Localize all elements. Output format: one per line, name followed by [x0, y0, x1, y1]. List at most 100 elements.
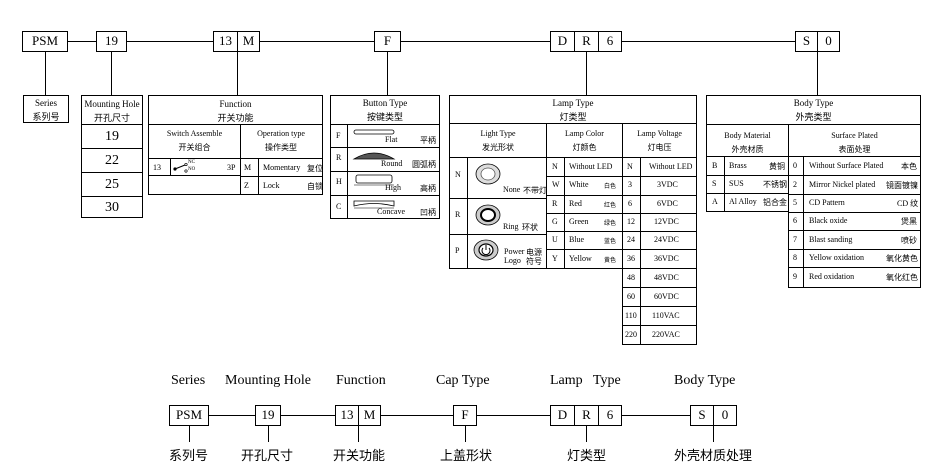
lamp-color-name-cn: 蓝色	[604, 239, 617, 245]
light-type-name: Ring	[503, 222, 519, 231]
mounting-hole-value: 25	[105, 177, 119, 192]
lamp-voltage-code: 110	[625, 311, 637, 320]
button-name-cn: 高柄	[420, 184, 436, 193]
lamp-color-code: N	[552, 162, 558, 171]
lamp-connector	[586, 52, 587, 95]
lamp-voltage-value: 36VDC	[654, 254, 679, 263]
bottom-label-mounting-hole: Mounting Hole	[225, 373, 311, 388]
bottom-code-lamp-2: R	[574, 405, 599, 426]
surface-plated-subtitle: 表面处理	[838, 145, 871, 154]
bottom-label-body-type: Body Type	[674, 373, 736, 388]
surface-name: Yellow oxidation	[809, 253, 864, 262]
mounting-hole-value: 30	[105, 200, 119, 215]
surface-code: 6	[793, 216, 797, 225]
lamp-voltage-header: Lamp Voltage 灯电压	[622, 123, 697, 158]
body-material-subtitle: 外壳材质	[731, 145, 764, 154]
lamp-voltage-title: Lamp Voltage	[637, 129, 682, 138]
lamp-color-name: White	[569, 180, 589, 189]
bottom-code-hole: 19	[255, 405, 281, 426]
lamp-voltage-subtitle: 灯电压	[647, 143, 672, 152]
top-code-func-2: M	[237, 31, 260, 52]
switch-assemble-subtitle: 开关组合	[178, 143, 211, 152]
top-code-connector-line	[22, 41, 840, 42]
lamp-color-name-cn: 黄色	[604, 258, 617, 264]
top-code-func-1: 13	[213, 31, 238, 52]
operation-type-subtitle: 操作类型	[265, 143, 297, 152]
light-type-name-cn: 符号	[526, 257, 542, 266]
body-material-code: B	[712, 161, 718, 170]
button-name-cn: 圆弧柄	[412, 160, 436, 169]
lamp-voltage-code: 48	[627, 273, 635, 282]
bottom-code-func-2: M	[358, 405, 381, 426]
series-detail-title: Series	[35, 98, 57, 108]
lamp-voltage-code: 3	[628, 180, 632, 189]
button-code: F	[336, 131, 341, 140]
light-type-code: N	[455, 170, 461, 179]
lamp-color-name: Without LED	[569, 162, 613, 171]
top-code-series: PSM	[22, 31, 68, 52]
button-name: High	[385, 183, 401, 192]
top-code-lamp-2: R	[574, 31, 599, 52]
lamp-color-name: Red	[569, 199, 582, 208]
switch-nc-label: NC	[188, 160, 195, 165]
light-type-header: Light Type 发光形状	[449, 123, 547, 158]
lamp-voltage-table: N Without LED 3 3VDC 6 6VDC 12 12VDC 24 …	[622, 157, 697, 345]
body-material-name-cn: 黄铜	[769, 162, 785, 171]
operation-code: M	[244, 163, 252, 172]
function-subtitle: 开关功能	[217, 113, 254, 123]
button-name: Concave	[377, 207, 405, 216]
lamp-type-title: Lamp Type	[552, 98, 594, 108]
lamp-color-name: Yellow	[569, 254, 592, 263]
operation-type-title: Operation type	[257, 129, 305, 138]
body-type-subtitle: 外壳类型	[795, 112, 832, 122]
bottom-tick-func	[358, 426, 359, 442]
light-type-name: None	[503, 185, 521, 194]
mounting-hole-value: 22	[105, 153, 119, 168]
bottom-label-series: Series	[171, 373, 206, 388]
bottom-label-lamp-type: Lamp Type	[550, 373, 621, 388]
body-material-title: Body Material	[724, 131, 771, 140]
surface-name: Black oxide	[809, 216, 848, 225]
button-name-cn: 平柄	[420, 136, 436, 145]
switch-symbol-icon	[173, 162, 188, 173]
surface-code: 7	[793, 235, 797, 244]
lamp-color-table: N Without LED W White 白色 R Red 红色 G Gree…	[546, 157, 623, 269]
function-detail-box: Function 开关功能 Switch Assemble 开关组合 Opera…	[148, 95, 323, 195]
surface-plated-table: 0 Without Surface Plated 本色 2 Mirror Nic…	[788, 156, 921, 288]
body-material-name: SUS	[729, 179, 744, 188]
lamp-voltage-value: 12VDC	[654, 217, 679, 226]
none-light-icon	[475, 163, 501, 185]
light-type-row: R Ring 环状	[449, 198, 547, 235]
surface-name: Blast sanding	[809, 235, 853, 244]
bottom-code-lamp-3: 6	[598, 405, 622, 426]
bottom-caption-body: 外壳材质处理	[674, 448, 753, 463]
button-name: Round	[381, 159, 403, 168]
lamp-color-name: Blue	[569, 235, 585, 244]
concave-button-icon	[353, 200, 395, 209]
lamp-voltage-value: 220VAC	[652, 330, 680, 339]
body-material-name-cn: 铝合金	[763, 198, 787, 207]
surface-name-cn: 镜面镀镍	[886, 181, 918, 190]
body-connector	[817, 52, 818, 95]
lamp-voltage-value: 24VDC	[654, 235, 679, 244]
button-code: C	[336, 202, 342, 211]
lamp-color-code: W	[552, 180, 560, 189]
lamp-color-name-cn: 绿色	[604, 221, 617, 227]
button-code: H	[336, 177, 342, 186]
lamp-color-code: G	[552, 217, 558, 226]
button-type-title: Button Type	[362, 98, 408, 108]
round-button-icon	[352, 152, 396, 160]
bottom-tick-cap	[465, 426, 466, 442]
series-detail-subtitle: 系列号	[32, 112, 60, 122]
switch-assemble-title: Switch Assemble	[166, 129, 223, 138]
surface-name-cn: 喷砂	[901, 236, 917, 245]
bottom-code-lamp-1: D	[550, 405, 575, 426]
surface-code: 0	[793, 161, 797, 170]
body-material-name: Brass	[729, 161, 747, 170]
body-material-table: B Brass 黄铜 S SUS 不锈钢 A Al Alloy 铝合金	[706, 156, 789, 212]
lamp-color-name: Green	[569, 217, 589, 226]
hole-connector	[111, 52, 112, 95]
surface-name: CD Pattern	[809, 198, 845, 207]
bottom-tick-body	[713, 426, 714, 442]
surface-name: Mirror Nickel plated	[809, 180, 876, 189]
